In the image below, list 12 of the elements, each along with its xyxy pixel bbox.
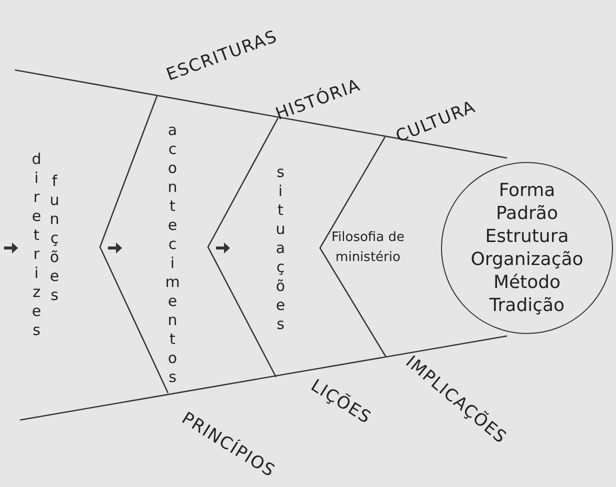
vertical-label: diretrizes: [28, 150, 44, 340]
section-label: Filosofia de ministério: [330, 229, 406, 267]
vertical-label: situações: [272, 162, 288, 334]
circle-text: Tradição: [489, 294, 565, 317]
vertical-label: acontecimentos: [164, 121, 180, 387]
circle-text: Forma: [498, 179, 556, 202]
circle-text: Estrutura: [485, 225, 569, 248]
circle-text: Método: [493, 271, 561, 294]
circle-text: Padrão: [496, 202, 558, 225]
circle-text: Organização: [470, 248, 584, 271]
outcome-circle: [441, 162, 613, 334]
vertical-label: funções: [46, 172, 62, 304]
